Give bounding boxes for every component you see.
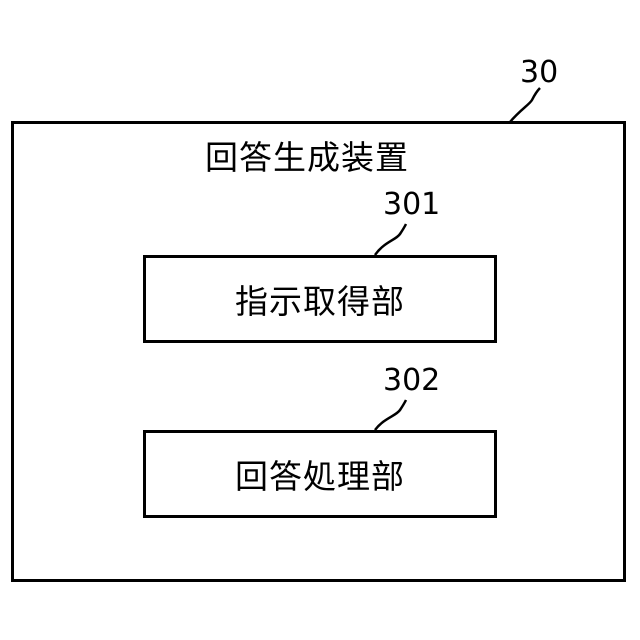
device-ref-label: 30 xyxy=(520,58,558,88)
unit-ref-label-301: 301 xyxy=(383,190,440,220)
unit-ref-label-302: 302 xyxy=(383,366,440,396)
instruction-acquisition-unit-box: 指示取得部 xyxy=(143,255,497,343)
instruction-acquisition-unit-label: 指示取得部 xyxy=(235,275,405,323)
answer-processing-unit-label: 回答処理部 xyxy=(235,450,405,498)
leader-line-30 xyxy=(510,88,540,122)
answer-processing-unit-box: 回答処理部 xyxy=(143,430,497,518)
device-title: 回答生成装置 xyxy=(205,141,409,174)
